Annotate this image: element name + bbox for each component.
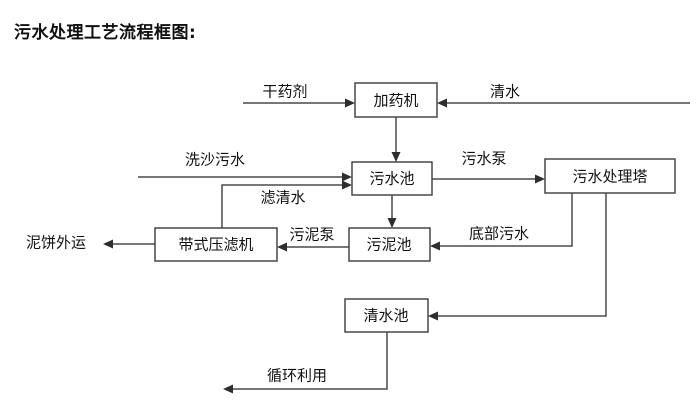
edge-line xyxy=(221,184,346,228)
arrowhead-icon xyxy=(103,239,113,249)
arrowhead-icon xyxy=(387,218,397,228)
arrowhead-icon xyxy=(437,98,447,108)
edge-dry-agent-to-dosing: 干药剂 xyxy=(243,83,355,108)
node-treatment-tower[interactable]: 污水处理塔 xyxy=(544,158,676,194)
node-clear-water-pool[interactable]: 清水池 xyxy=(344,298,429,333)
edge-label-filtrate: 滤清水 xyxy=(260,189,305,207)
arrowhead-icon xyxy=(430,241,440,251)
edge-wash-sewage-to-sewage-pool: 洗沙污水 xyxy=(138,151,352,182)
arrowhead-icon xyxy=(277,242,287,252)
edge-label-dry-agent: 干药剂 xyxy=(262,83,307,101)
edge-label-recycle: 循环利用 xyxy=(267,367,327,385)
edge-line xyxy=(434,193,607,317)
arrowhead-icon xyxy=(535,174,545,184)
edge-label-cake-out: 泥饼外运 xyxy=(26,234,86,252)
arrowhead-icon xyxy=(345,98,355,108)
arrowhead-icon xyxy=(391,152,401,162)
arrowhead-icon xyxy=(223,384,233,394)
node-label-treatment-tower: 污水处理塔 xyxy=(572,168,647,186)
edge-belt-press-to-cake-out: 泥饼外运 xyxy=(26,234,155,252)
arrowhead-icon xyxy=(342,172,352,182)
node-box xyxy=(348,227,431,262)
node-label-sewage-pool: 污水池 xyxy=(369,170,414,188)
edge-label-sludge-pump: 污泥泵 xyxy=(289,226,334,244)
page-title: 污水处理工艺流程框图: xyxy=(14,23,197,43)
edge-line xyxy=(436,193,573,247)
edge-label-sewage-pump: 污水泵 xyxy=(461,150,506,168)
node-box xyxy=(344,298,429,333)
edge-sewage-pool-to-sludge-pool xyxy=(387,195,397,228)
edge-line xyxy=(229,332,388,390)
node-box xyxy=(351,161,433,196)
node-label-dosing-machine: 加药机 xyxy=(373,92,418,110)
edge-clean-water-to-dosing: 清水 xyxy=(437,83,690,108)
arrowhead-icon xyxy=(342,180,352,190)
edge-sewage-pool-to-tower: 污水泵 xyxy=(432,150,545,184)
edge-clear-pool-to-recycle: 循环利用 xyxy=(223,332,388,394)
edge-label-clean-water: 清水 xyxy=(490,83,520,101)
node-box xyxy=(354,82,438,118)
node-label-clear-water-pool: 清水池 xyxy=(363,307,408,325)
edge-label-wash-sewage: 洗沙污水 xyxy=(185,151,245,169)
node-dosing-machine[interactable]: 加药机 xyxy=(354,82,438,118)
node-box xyxy=(544,158,676,194)
edge-sludge-pool-to-belt-press: 污泥泵 xyxy=(277,226,349,252)
edge-tower-to-clear-pool xyxy=(428,193,607,321)
edge-dosing-to-sewage-pool xyxy=(391,117,401,162)
node-label-sludge-pool: 污泥池 xyxy=(366,236,411,254)
edge-tower-to-sludge-pool: 底部污水 xyxy=(430,193,573,251)
node-sewage-pool[interactable]: 污水池 xyxy=(351,161,433,196)
node-belt-filter-press[interactable]: 带式压滤机 xyxy=(154,227,278,262)
node-box xyxy=(154,227,278,262)
edge-label-bottom-water: 底部污水 xyxy=(469,225,529,243)
edge-filtrate-to-sewage-pool: 滤清水 xyxy=(221,180,352,228)
node-label-belt-filter-press: 带式压滤机 xyxy=(178,236,253,254)
node-sludge-pool[interactable]: 污泥池 xyxy=(348,227,431,262)
arrowhead-icon xyxy=(428,311,438,321)
